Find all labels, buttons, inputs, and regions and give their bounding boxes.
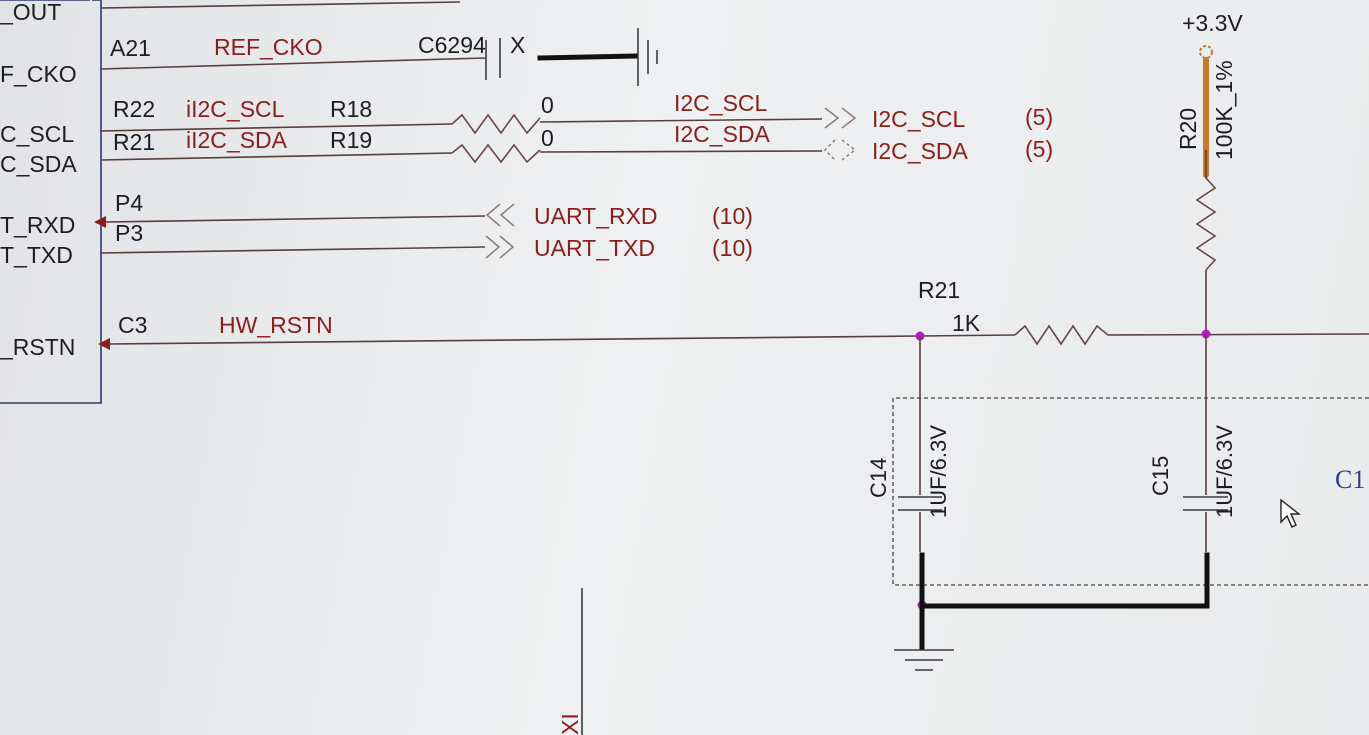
ic-symbol-outline [0, 0, 102, 404]
wire-uart-rxd [105, 215, 486, 223]
pin-name-rxd: T_RXD [0, 212, 75, 238]
pin-name-out: _OUT [0, 0, 61, 25]
resistor-r20-value: 100K_1% [1211, 60, 1237, 160]
resistor-r19-value: 0 [541, 125, 554, 151]
net-label-hw-rstn: HW_RSTN [219, 312, 333, 338]
resistor-r20-ref: R20 [1175, 108, 1201, 150]
no-connect-mark: X [510, 32, 525, 58]
port-label-i2c-sda: I2C_SDA [872, 138, 969, 164]
wire-sda-in [100, 152, 453, 161]
port-chevron-rxd-2 [499, 203, 515, 227]
mouse-cursor-icon [1280, 498, 1302, 528]
port-page-rxd: (10) [712, 203, 753, 229]
partial-label-bottom: XI [557, 713, 583, 735]
pin-number-r22: R22 [113, 96, 155, 122]
cap-c15-ref: C15 [1148, 456, 1173, 496]
port-chevron-sda-1 [823, 139, 836, 161]
port-chevron-txd-2 [499, 235, 515, 259]
resistor-r18-value: 0 [541, 92, 554, 118]
wire-sda-out [539, 150, 823, 153]
power-rail-symbol [1199, 45, 1213, 59]
resistor-r19-ref: R19 [330, 127, 372, 153]
pin-name-rstn: _RSTN [0, 334, 75, 360]
pin-arrow-rstn [98, 338, 110, 350]
dnp-group-box [892, 397, 1369, 586]
net-label-ref-cko: REF_CKO [214, 34, 323, 60]
port-label-uart-rxd: UART_RXD [534, 203, 658, 229]
resistor-r21-ref: R21 [918, 277, 960, 303]
wire-scl-in [100, 123, 453, 132]
pin-number-r21: R21 [113, 129, 155, 155]
cap-c14-ref: C14 [866, 458, 891, 498]
net-label-i2c-sda: I2C_SDA [674, 121, 771, 147]
net-label-i2c-scl: I2C_SCL [674, 90, 768, 116]
resistor-r21 [1014, 324, 1109, 346]
ground-wire-c15 [919, 552, 1210, 609]
wire-r21-right [1107, 333, 1369, 336]
pin-number-a21: A21 [110, 35, 151, 61]
cap-c14-value: 1UF/6.3V [926, 425, 951, 518]
port-label-i2c-scl: I2C_SCL [872, 106, 966, 132]
net-label-isda: iI2C_SDA [186, 127, 288, 153]
partial-label-right: C1 [1335, 465, 1365, 494]
resistor-r18-ref: R18 [330, 96, 372, 122]
power-rail-label: +3.3V [1182, 10, 1243, 36]
pin-name-sda: C_SDA [0, 151, 77, 177]
pin-name-scl: C_SCL [0, 121, 74, 147]
wire-ref-cko [100, 57, 486, 70]
port-chevron-scl-2 [841, 107, 857, 129]
port-page-scl: (5) [1025, 104, 1053, 130]
port-page-txd: (10) [712, 235, 753, 261]
port-page-sda: (5) [1025, 136, 1053, 162]
ground-wire-c6294 [537, 53, 639, 61]
resistor-r19 [451, 143, 541, 164]
resistor-r18 [451, 113, 541, 135]
pin-arrow-rxd [94, 216, 106, 228]
pin-name-cko: F_CKO [0, 61, 77, 87]
wire-uart-txd [100, 246, 486, 254]
port-chevron-txd-1 [485, 235, 501, 259]
pin-number-p4: P4 [115, 190, 143, 216]
wire-out [100, 1, 461, 9]
wire-hw-rstn [109, 335, 921, 345]
port-chevron-scl-1 [824, 107, 840, 129]
cap-c15-value: 1UF/6.3V [1212, 425, 1237, 518]
cap-c6294-ref: C6294 [418, 32, 486, 58]
resistor-r20 [1195, 177, 1217, 271]
wire-r21-left [919, 334, 1016, 337]
resistor-r21-value: 1K [952, 310, 981, 336]
pin-name-txd: T_TXD [0, 242, 73, 268]
pin-number-p3: P3 [115, 220, 143, 246]
net-label-iscl: iI2C_SCL [186, 96, 285, 122]
port-label-uart-txd: UART_TXD [534, 235, 655, 261]
port-chevron-rxd-1 [485, 203, 501, 227]
wire-scl-out [539, 118, 823, 123]
port-chevron-sda-2 [841, 139, 857, 161]
pin-number-c3: C3 [118, 312, 147, 338]
